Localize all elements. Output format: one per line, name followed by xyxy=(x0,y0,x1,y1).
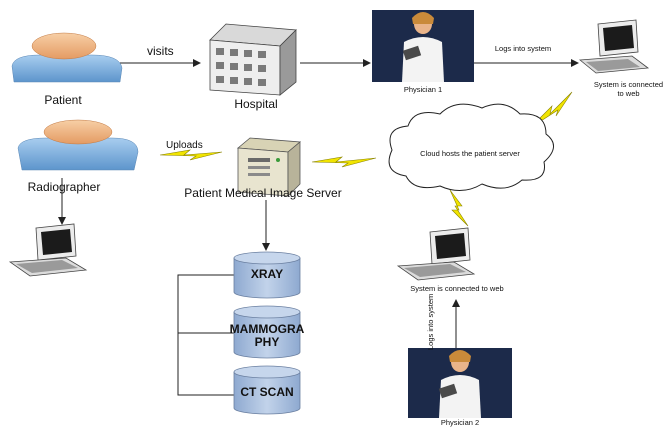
label-db-ct-scan: CT SCAN xyxy=(240,385,294,399)
label-edge-logs-into-top: Logs into system xyxy=(494,44,552,53)
server-icon xyxy=(236,137,302,197)
edge-db-bracket xyxy=(177,274,234,396)
label-web-system-top: System is connected to web xyxy=(593,80,664,98)
label-hospital: Hospital xyxy=(234,97,278,111)
label-radiographer: Radiographer xyxy=(27,180,101,194)
person-icon xyxy=(17,119,139,171)
person-icon xyxy=(11,32,123,83)
computer-icon xyxy=(578,19,650,74)
lightning-icon xyxy=(159,149,223,161)
label-physician-1: Physician 1 xyxy=(403,85,443,94)
label-edge-uploads: Uploads xyxy=(166,140,203,151)
database-icon xyxy=(233,251,301,299)
label-web-system-mid: System is connected to web xyxy=(410,284,504,293)
label-edge-visits: visits xyxy=(147,44,174,58)
label-physician-2: Physician 2 xyxy=(440,418,480,427)
label-db-xray: XRAY xyxy=(250,267,284,281)
database-icon xyxy=(233,365,301,415)
label-cloud: Cloud hosts the patient server xyxy=(420,149,520,158)
doctor-icon xyxy=(372,10,474,82)
lightning-icon xyxy=(311,156,377,168)
label-image-server: Patient Medical Image Server xyxy=(184,186,342,200)
label-db-mammography: MAMMOGRAPHY xyxy=(229,322,305,349)
computer-icon xyxy=(8,223,88,277)
label-edge-logs-into-bottom: Logs into system xyxy=(426,293,435,350)
connectors xyxy=(58,59,579,396)
cloud-icon xyxy=(388,103,554,191)
hospital-building-icon xyxy=(209,23,297,96)
computer-icon xyxy=(396,227,476,281)
lightning-icon xyxy=(449,189,469,227)
doctor-icon xyxy=(408,348,512,418)
label-patient: Patient xyxy=(44,93,82,107)
database-icon xyxy=(233,305,301,359)
